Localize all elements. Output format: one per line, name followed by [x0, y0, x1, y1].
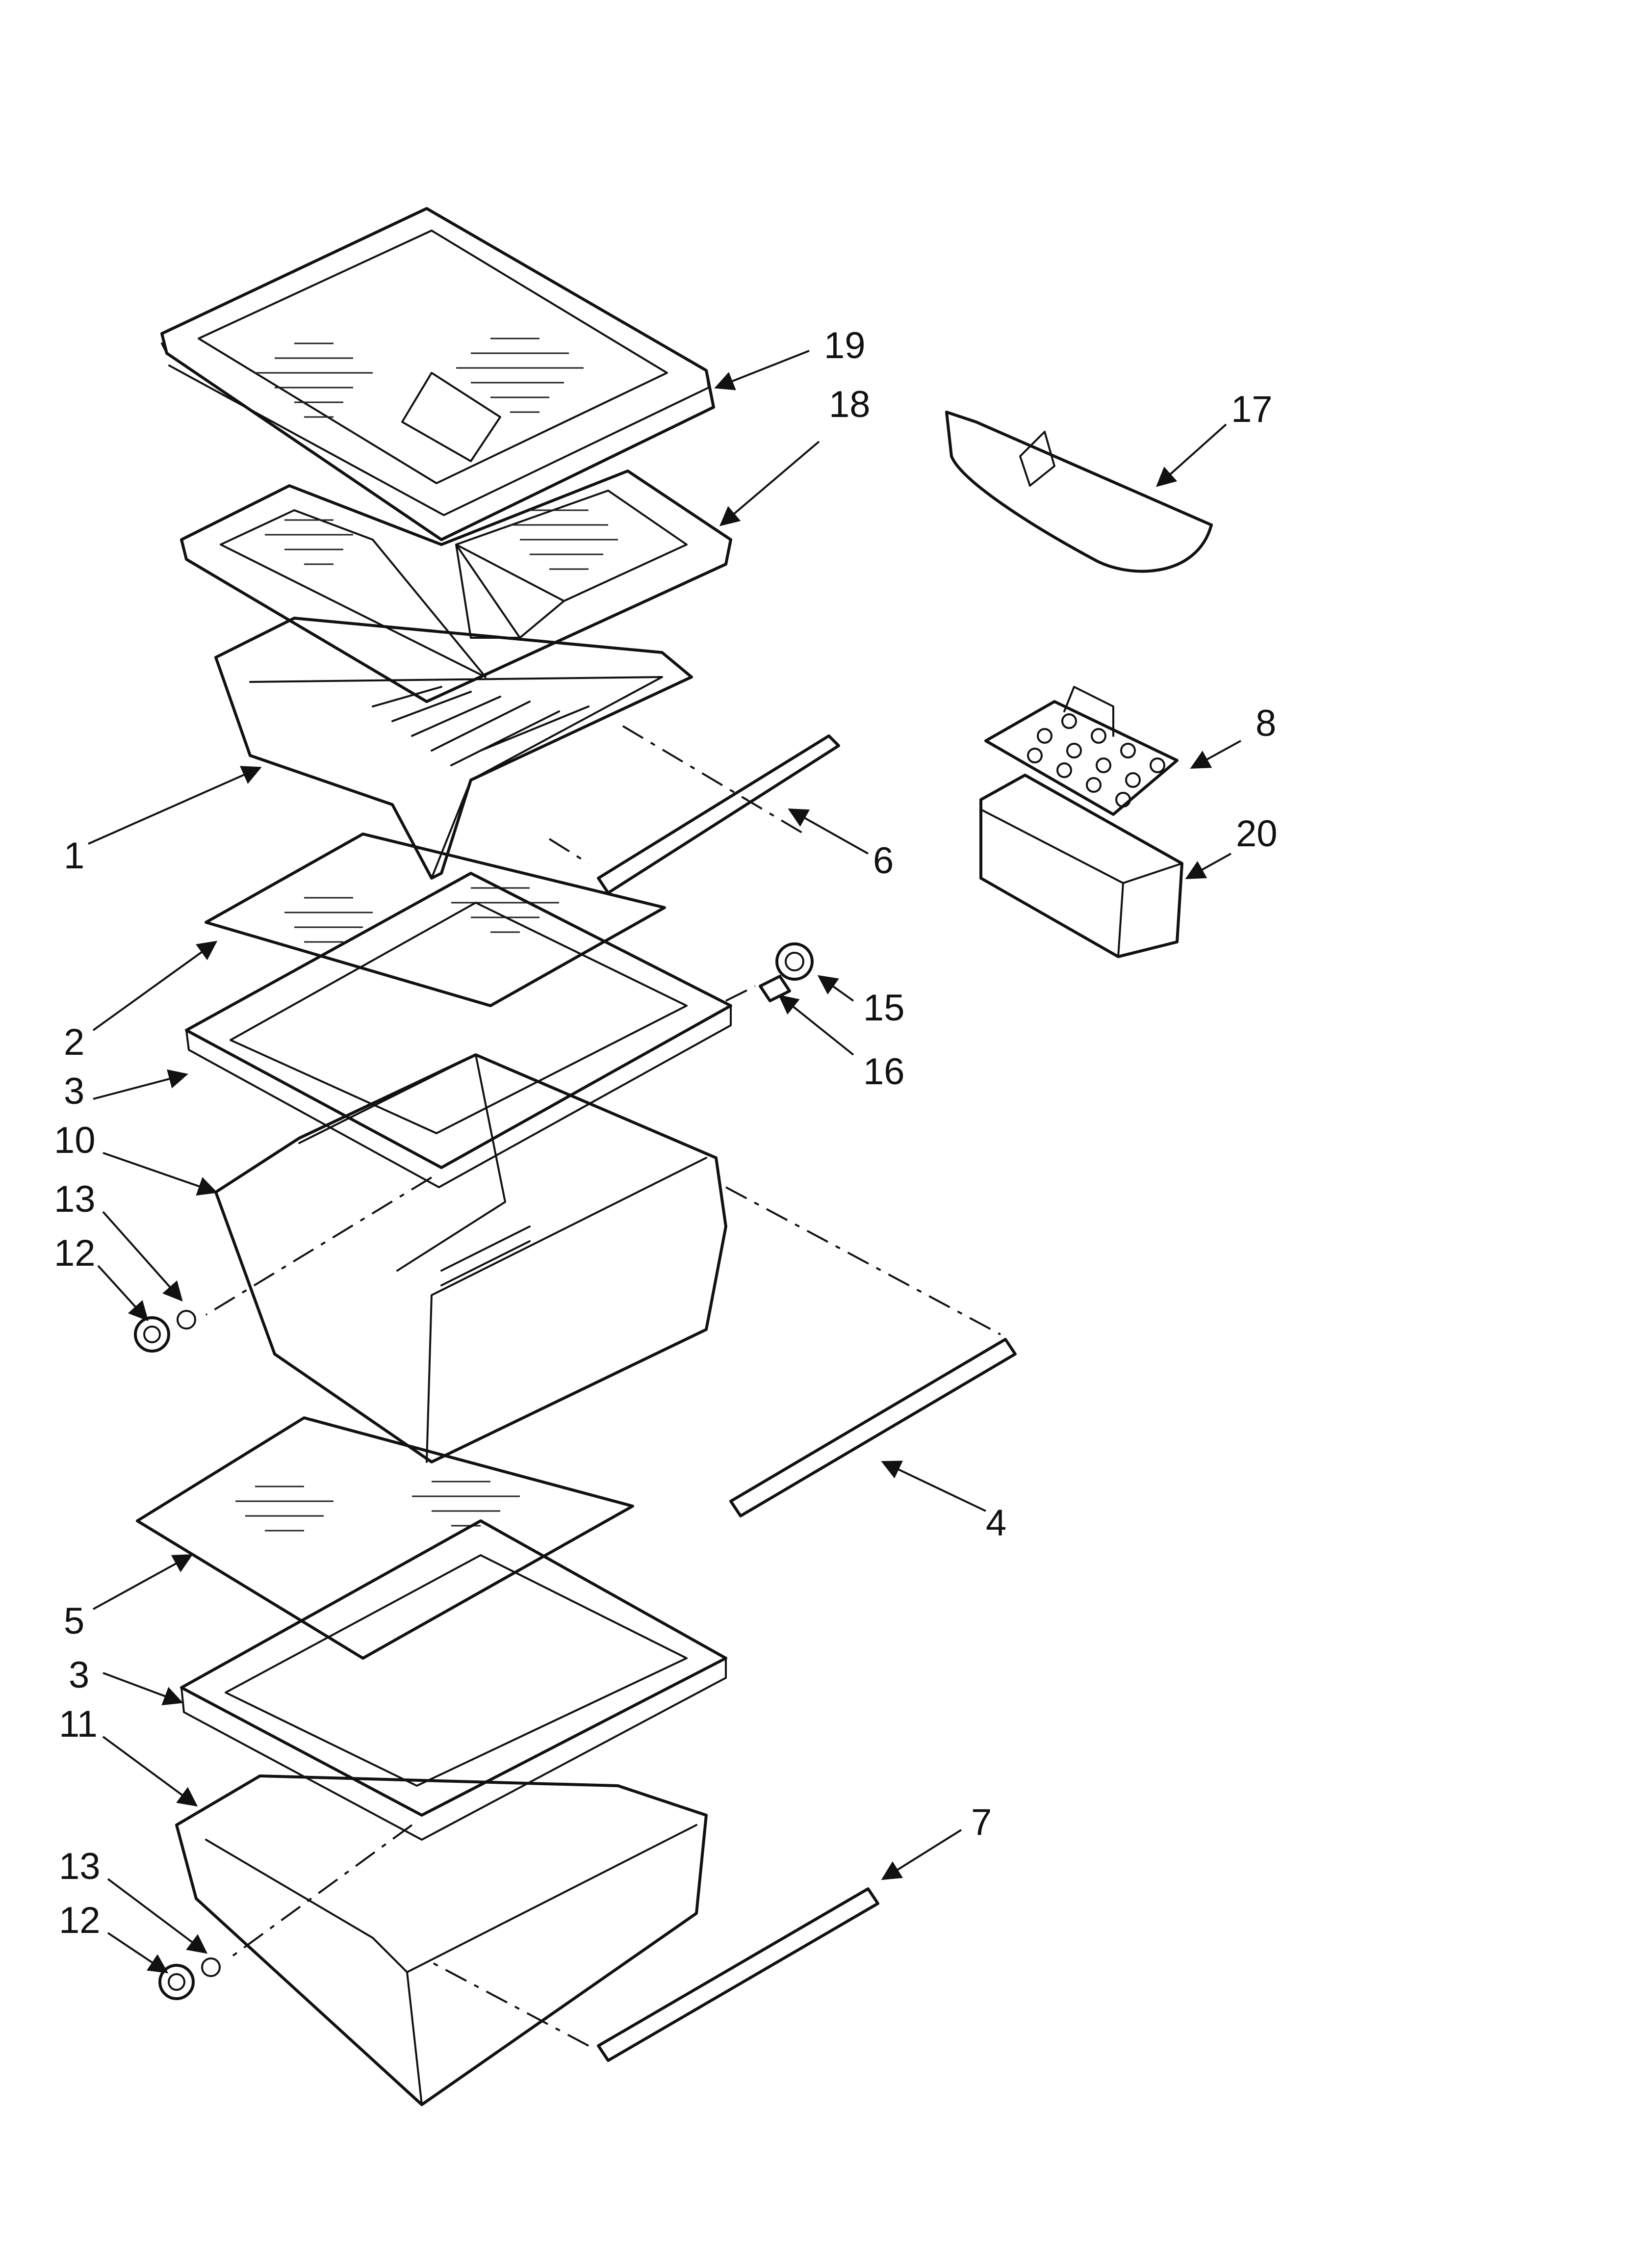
- shelf-frame-19: [160, 207, 715, 541]
- washer-13-upper: [177, 1310, 196, 1330]
- egg-bin-20: [979, 774, 1183, 958]
- cover-frame-3-lower: [180, 1519, 727, 1841]
- callout-3-lower: 3: [69, 1654, 89, 1696]
- rail-6: [597, 734, 840, 894]
- callout-2: 2: [64, 1021, 84, 1063]
- callout-8: 8: [1256, 703, 1276, 744]
- rail-4: [729, 1338, 1017, 1517]
- callout-13-upper: 13: [54, 1178, 96, 1220]
- assembly-lines: [205, 725, 1001, 2047]
- callout-labels: 19 18 17 8 20 1 6 2 15 16 3 10 13 12 4 5…: [54, 325, 1278, 1941]
- glass-insert-2: [205, 833, 666, 1007]
- callout-16: 16: [863, 1051, 905, 1093]
- callout-1: 1: [64, 835, 84, 877]
- glass-insert-5: [136, 1416, 634, 1660]
- callout-3-upper: 3: [64, 1070, 84, 1112]
- bolt-16: [759, 975, 791, 1002]
- cover-frame-3-upper: [185, 872, 732, 1188]
- roller-15: [775, 942, 814, 981]
- callout-20: 20: [1236, 813, 1278, 855]
- leader-lines: [88, 350, 1241, 1974]
- rail-7: [597, 1887, 879, 2062]
- crisper-drawer-1: [214, 617, 693, 880]
- callout-15: 15: [863, 987, 905, 1029]
- callout-18: 18: [829, 384, 871, 425]
- callout-4: 4: [986, 1502, 1006, 1544]
- roller-12-upper: [134, 1316, 170, 1353]
- callout-6: 6: [873, 840, 894, 882]
- roller-12-lower: [158, 1964, 195, 2000]
- callout-17: 17: [1231, 389, 1273, 430]
- callout-5: 5: [64, 1600, 84, 1642]
- crisper-drawer-11: [175, 1774, 708, 2106]
- egg-tray-lid-8: [984, 686, 1179, 816]
- callout-13-lower: 13: [59, 1846, 101, 1887]
- callout-7: 7: [971, 1801, 992, 1843]
- callout-19: 19: [824, 325, 866, 366]
- callout-10: 10: [54, 1120, 96, 1161]
- crisper-drawer-10: [214, 1053, 727, 1463]
- door-bin-17: [945, 411, 1213, 573]
- shelf-frame-18: [180, 469, 732, 703]
- callout-12-upper: 12: [54, 1232, 96, 1274]
- callout-11: 11: [59, 1703, 98, 1745]
- callout-12-lower: 12: [59, 1900, 101, 1941]
- washer-13-lower: [201, 1957, 221, 1977]
